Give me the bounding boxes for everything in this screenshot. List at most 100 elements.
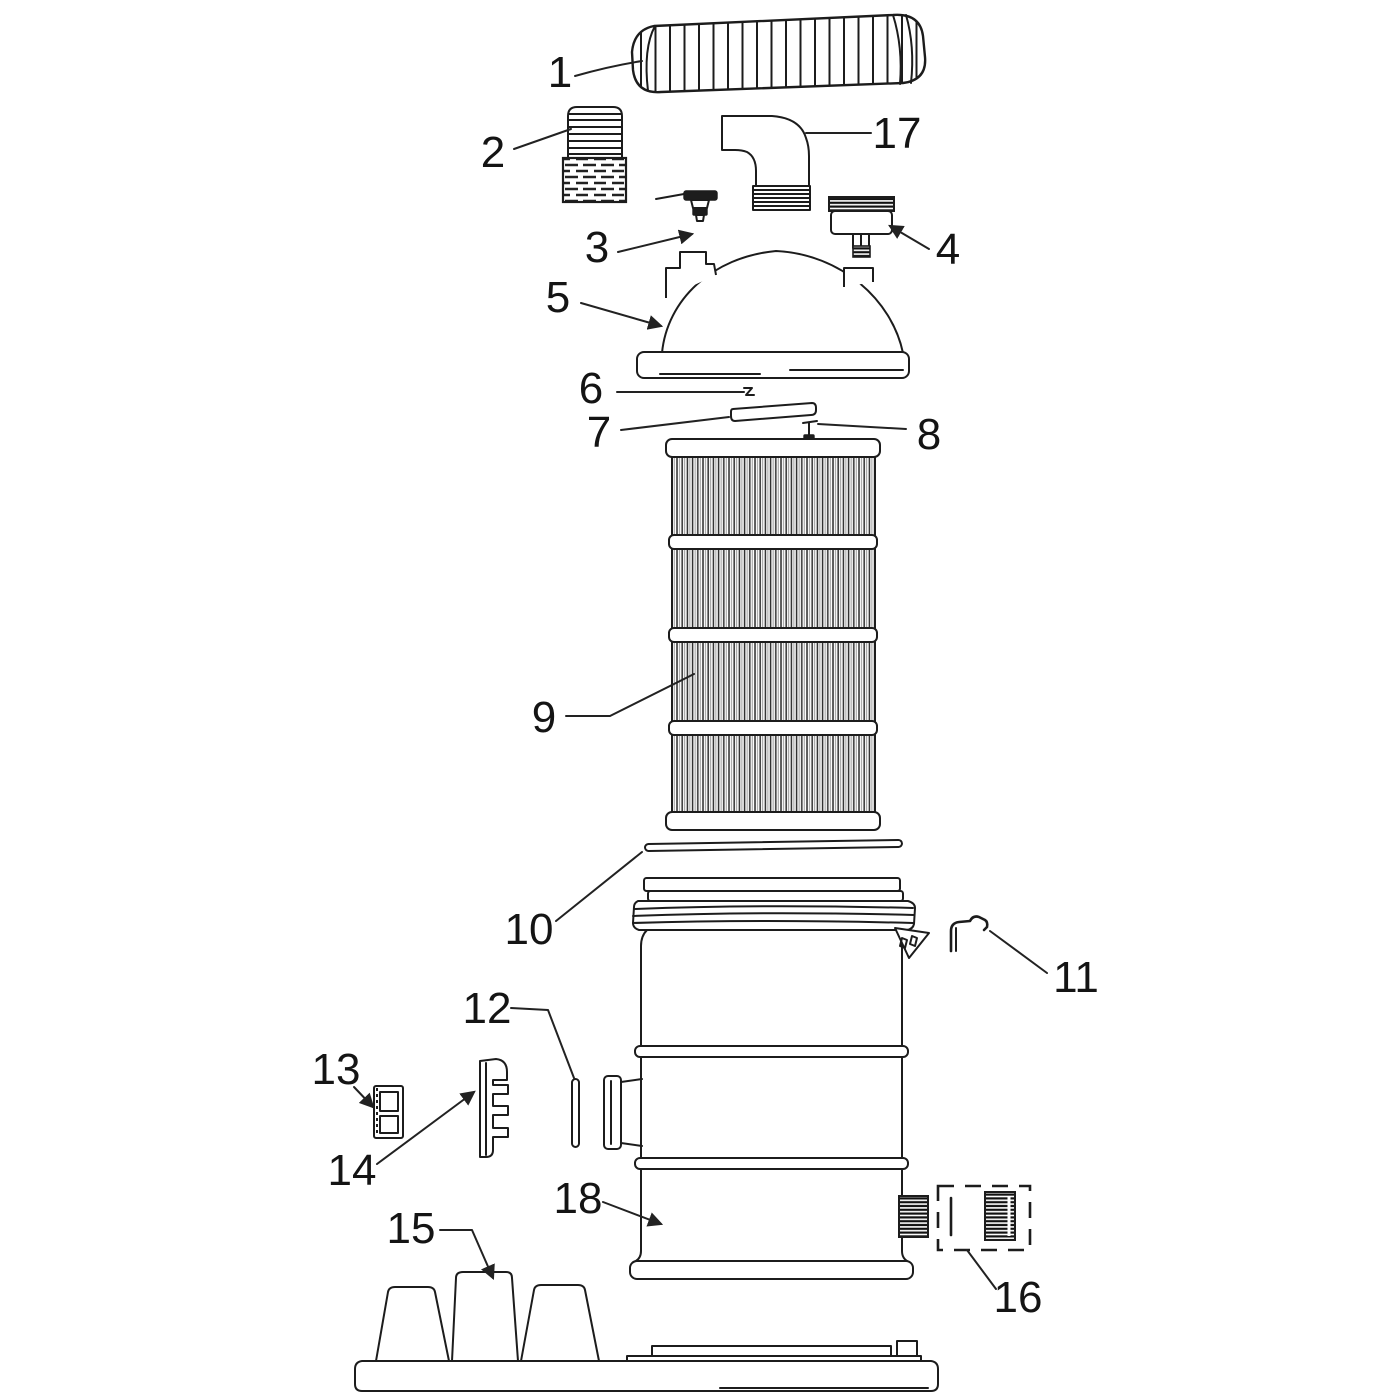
part-6-number: 6: [579, 364, 603, 413]
dome-shell: [661, 250, 904, 354]
lock-ring-right-end: [892, 14, 914, 85]
part-5-number: 5: [546, 273, 570, 322]
part-9-number: 9: [532, 693, 556, 742]
tank-body: [633, 929, 910, 1263]
dome-right-notch: [843, 267, 874, 287]
tank-collar-ring-b: [647, 890, 904, 902]
gauge-bezel: [828, 196, 895, 212]
adapter-threads: [561, 156, 628, 204]
part-15-base-feet: [375, 1271, 600, 1362]
plate-shape: [730, 402, 817, 422]
leader-13: [353, 1086, 375, 1109]
elbow-body: [721, 115, 810, 187]
cartridge-pleats-4: [672, 728, 875, 818]
part-14-number: 14: [328, 1146, 377, 1195]
part-18-number: 18: [554, 1174, 603, 1223]
elbow-thread-lines: [753, 189, 810, 207]
part-18-filter-tank: [603, 877, 930, 1280]
dome-left-tab: [665, 251, 717, 298]
leader-10: [555, 851, 643, 922]
leader-16: [966, 1249, 997, 1290]
dome-base-flange: [636, 351, 910, 379]
detail-dashed-box: [936, 1184, 1032, 1252]
cartridge-pleats-3: [672, 635, 875, 728]
tank-collar-ring-a: [643, 877, 901, 892]
leader-1: [574, 60, 643, 77]
foot-cup-1: [375, 1286, 450, 1362]
bracket-shape: [479, 1058, 509, 1158]
leader-7: [620, 416, 730, 431]
leader-3: [617, 229, 695, 253]
part-7-number: 7: [587, 408, 611, 457]
valve-handle: [655, 193, 685, 200]
valve-tip: [695, 214, 705, 222]
part-11-hook-clip: [949, 915, 989, 953]
o-ring-shape: [644, 839, 903, 852]
valve-cap: [683, 190, 718, 201]
tank-inlet-flange: [603, 1075, 622, 1150]
leader-8: [817, 423, 907, 430]
tank-drain-threads: [898, 1195, 929, 1238]
part-16-drain-plug-group: [936, 1184, 1032, 1252]
part-3-number: 3: [585, 223, 609, 272]
leader-lines: [353, 60, 1048, 1290]
cartridge-top-cap: [665, 438, 881, 458]
part-12-number: 12: [463, 984, 512, 1033]
leader-11: [989, 930, 1048, 974]
part-9-filter-cartridge: [665, 438, 881, 831]
hook-wire: [949, 915, 989, 953]
cartridge-band-1: [668, 534, 878, 550]
part-6-fastener: [743, 387, 755, 396]
part-2-number: 2: [481, 128, 505, 177]
fastener-glyph: [743, 387, 755, 396]
tank-inlet-connectors: [620, 1078, 643, 1147]
cartridge-bottom-cap: [665, 811, 881, 831]
part-16-number: 16: [994, 1273, 1043, 1322]
leader-2: [513, 128, 572, 150]
part-13-clip-plate: [373, 1085, 404, 1139]
tank-base-flange: [629, 1260, 914, 1280]
part-12-wear-strip: [571, 1078, 580, 1148]
clip-hole-bottom: [379, 1115, 399, 1134]
part-3-relief-valve: [655, 190, 718, 222]
clip-hole-top: [379, 1091, 399, 1112]
foot-cup-2: [451, 1271, 519, 1362]
leader-4: [888, 224, 930, 250]
part-1-lock-ring: [630, 13, 927, 94]
cartridge-pleats-2: [672, 542, 875, 635]
foot-cup-3: [520, 1284, 600, 1362]
part-17-elbow-fitting: [721, 115, 811, 211]
tank-rib-upper: [634, 1045, 909, 1058]
valve-neck: [690, 199, 710, 209]
part-10-o-ring: [644, 839, 903, 852]
leader-12: [510, 1007, 575, 1079]
part-8-number: 8: [917, 410, 941, 459]
cartridge-band-2: [668, 627, 878, 643]
part-number-labels: 1 2 3 4 5 6 7 8 9 10 11 12 13 14 15 16 1…: [312, 48, 1099, 1322]
tank-rib-lower: [634, 1157, 909, 1170]
valve-body: [692, 207, 708, 216]
leader-15: [439, 1229, 495, 1281]
cartridge-pleats-1: [672, 452, 875, 542]
part-15-number: 15: [387, 1204, 436, 1253]
part-14-mounting-bracket: [479, 1058, 509, 1158]
strip-shape: [571, 1078, 580, 1148]
part-7-retainer-plate: [730, 402, 817, 422]
part-5-dome-lid: [636, 250, 910, 379]
part-10-number: 10: [505, 905, 554, 954]
screw-head: [802, 420, 818, 424]
part-11-number: 11: [1053, 953, 1099, 1002]
part-4-number: 4: [936, 225, 960, 274]
part-4-pressure-gauge: [828, 196, 895, 258]
base-plate-slab: [354, 1360, 939, 1392]
leader-5: [580, 302, 664, 330]
lock-ring-body: [630, 13, 927, 94]
leader-14: [376, 1090, 476, 1165]
part-2-hose-adapter: [561, 106, 628, 204]
part-1-number: 1: [548, 48, 572, 97]
leader-18: [602, 1201, 664, 1227]
tank-lug-holes: [899, 935, 918, 949]
lock-ring-left-end: [645, 25, 656, 92]
